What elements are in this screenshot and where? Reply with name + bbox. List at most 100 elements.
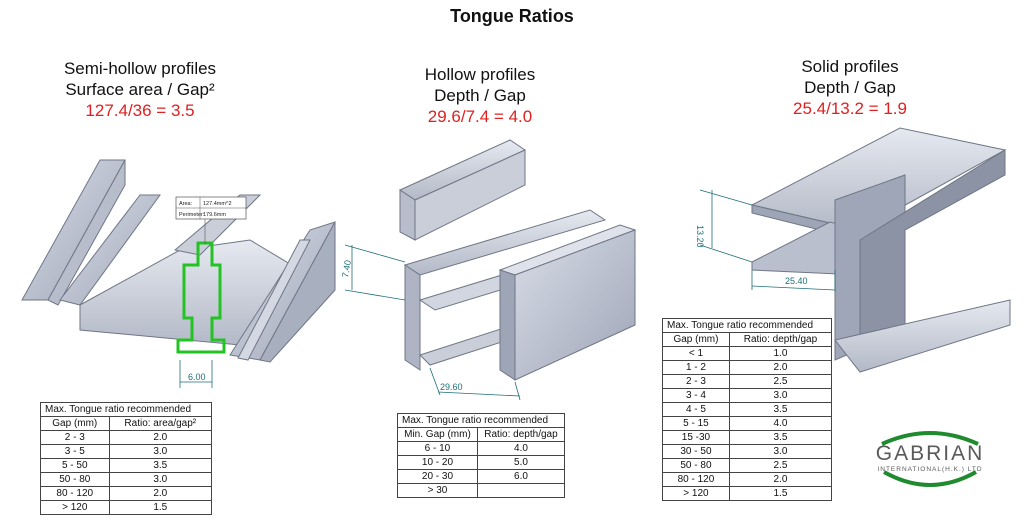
table-cell: 2.0 — [728, 472, 833, 487]
table-cell: 2.0 — [108, 430, 213, 445]
semi-hollow-heading-line2: Surface area / Gap² — [65, 80, 215, 99]
semi-left-wall-a — [21, 159, 126, 301]
table-cell: 3.0 — [108, 472, 213, 487]
semi-table-col-ratio: Ratio: area/gap² — [108, 416, 213, 431]
solid-heading-line2: Depth / Gap — [804, 78, 896, 97]
logo-arc-top — [881, 431, 979, 446]
table-cell: 3.5 — [728, 402, 833, 417]
table-cell: 20 - 30 — [397, 469, 478, 484]
semi-perimeter-value: 179.6mm — [203, 212, 226, 218]
semi-hollow-profile-drawing — [21, 159, 337, 363]
logo-arc-bottom — [883, 470, 977, 487]
table-cell: 6.0 — [476, 469, 566, 484]
table-cell: 4 - 5 — [662, 402, 730, 417]
table-cell: > 120 — [662, 486, 730, 501]
hollow-dim-line-a — [344, 244, 406, 263]
solid-heading-line1: Solid profiles — [801, 57, 899, 76]
table-cell: 5 - 15 — [662, 416, 730, 431]
table-header-row: Gap (mm) Ratio: depth/gap — [662, 332, 833, 347]
table-cell: 2.0 — [108, 486, 213, 501]
semi-area-value: 127.4mm^2 — [203, 201, 232, 207]
table-cell: 3.5 — [108, 458, 213, 473]
hollow-dim-depth: 7.40 — [340, 259, 353, 278]
hollow-dim-line-b — [344, 289, 406, 301]
table-cell: 2.5 — [728, 374, 833, 389]
semi-dim-label: 6.00 — [188, 372, 206, 382]
table-cell: 4.0 — [476, 441, 566, 456]
semi-table-caption: Max. Tongue ratio recommended — [40, 402, 212, 416]
hollow-table-caption: Max. Tongue ratio recommended — [397, 413, 565, 427]
table-cell: 2.0 — [728, 360, 833, 375]
semi-dimension-6: 6.00 — [179, 360, 213, 388]
hollow-dim-line-e — [514, 381, 521, 401]
table-cell: 1.0 — [728, 346, 833, 361]
table-cell: 3.5 — [728, 430, 833, 445]
solid-bottom-flange — [834, 299, 1011, 373]
solid-table-col-ratio: Ratio: depth/gap — [728, 332, 833, 347]
semi-perimeter-label: Perimeter: — [179, 212, 205, 218]
page-title: Tongue Ratios — [450, 6, 574, 26]
hollow-heading: Hollow profiles Depth / Gap 29.6/7.4 = 4… — [370, 64, 590, 127]
table-cell: 1.5 — [728, 486, 833, 501]
table-cell: 1.5 — [108, 500, 213, 515]
semi-hollow-heading-line1: Semi-hollow profiles — [63, 59, 217, 78]
table-cell: 50 - 80 — [40, 472, 110, 487]
table-cell: 1 - 2 — [662, 360, 730, 375]
hollow-ratio-table: Max. Tongue ratio recommended Min. Gap (… — [397, 413, 566, 498]
solid-dim-line-f — [751, 285, 836, 291]
solid-heading: Solid profiles Depth / Gap 25.4/13.2 = 1… — [740, 56, 960, 119]
semi-area-callout: Area: 127.4mm^2 Perimeter: 179.6mm — [175, 196, 247, 244]
table-cell: 3 - 5 — [40, 444, 110, 459]
semi-right-wall-c — [237, 239, 311, 361]
solid-ratio-table: Max. Tongue ratio recommended Gap (mm) R… — [662, 318, 833, 501]
table-header-row: Min. Gap (mm) Ratio: depth/gap — [397, 427, 566, 442]
semi-hollow-heading: Semi-hollow profiles Surface area / Gap²… — [30, 58, 250, 121]
table-cell: 2 - 3 — [662, 374, 730, 389]
hollow-table-col-ratio: Ratio: depth/gap — [476, 427, 566, 442]
solid-profile-drawing — [750, 127, 1011, 373]
table-cell: 80 - 120 — [40, 486, 110, 501]
semi-table-col-gap: Gap (mm) — [40, 416, 110, 431]
solid-dim-width: 25.40 — [785, 276, 808, 286]
logo-name: GABRIAN — [876, 442, 985, 465]
semi-left-tongue — [59, 194, 161, 306]
semi-right-wall-b — [259, 221, 336, 363]
table-cell: 3.0 — [728, 444, 833, 459]
solid-dimensions: 13.20 25.40 — [695, 189, 836, 292]
hollow-heading-line2: Depth / Gap — [434, 86, 526, 105]
table-cell: 5 - 50 — [40, 458, 110, 473]
semi-hollow-formula: 127.4/36 = 3.5 — [85, 101, 195, 120]
table-cell: > 120 — [40, 500, 110, 515]
table-cell: > 30 — [397, 483, 478, 498]
table-cell: 3.0 — [728, 388, 833, 403]
table-cell: 3 - 4 — [662, 388, 730, 403]
table-cell: 30 - 50 — [662, 444, 730, 459]
hollow-heading-line1: Hollow profiles — [424, 65, 536, 84]
semi-area-label: Area: — [179, 201, 193, 207]
hollow-dimensions: 7.40 29.60 — [340, 244, 521, 401]
table-cell: 2.5 — [728, 458, 833, 473]
hollow-profile-drawing — [398, 139, 637, 381]
semi-hollow-ratio-table: Max. Tongue ratio recommended Gap (mm) R… — [40, 402, 213, 515]
table-row: > 30 — [397, 483, 566, 498]
table-cell: 80 - 120 — [662, 472, 730, 487]
